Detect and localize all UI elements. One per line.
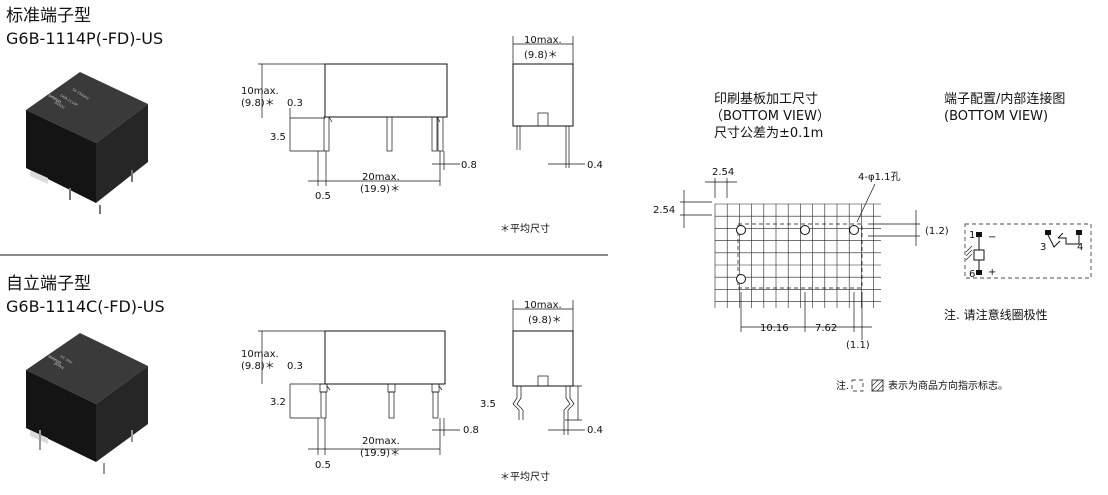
terminal-pin-1: 1 — [969, 230, 975, 241]
pcb-hole — [849, 225, 859, 235]
bottom-offset: 0.5 — [315, 460, 331, 471]
bottom-section-model: G6B-1114C(-FD)-US — [6, 297, 165, 316]
bottom-pin-length: 3.2 — [270, 397, 286, 408]
bottom-length-max: 20max. — [362, 436, 400, 447]
legend-prefix: 注. — [836, 379, 849, 392]
top-pin-width: 0.8 — [461, 160, 477, 171]
relay-text-bottom-1: DC 30V — [59, 354, 73, 365]
pcb-hole — [800, 225, 810, 235]
terminal-pin-6: 6 — [969, 269, 975, 280]
top-pin-length: 3.5 — [270, 132, 286, 143]
relay-image-bottom: omron DC 30V JAPAN — [26, 333, 148, 474]
top-length-avg: (19.9)＊ — [360, 184, 400, 195]
terminal-title: 端子配置/内部连接图 — [944, 91, 1065, 107]
legend-dashed-square-icon — [851, 379, 864, 392]
terminal-minus: − — [988, 232, 996, 243]
terminal-pin-3: 3 — [1040, 242, 1046, 253]
pcb-grid — [714, 203, 881, 308]
top-height-avg: (9.8)＊ — [241, 98, 275, 109]
bottom-height-max: 10max. — [241, 349, 279, 360]
terminal-plus: + — [988, 267, 996, 278]
relay-image-top: omron G6B-1114P 24VDC 5A 250VAC — [26, 72, 148, 214]
terminal-note: 注. 请注意线圈极性 — [944, 307, 1048, 322]
pcb-offset-x: (1.1) — [846, 340, 870, 351]
bottom-length-avg: (19.9)＊ — [360, 448, 400, 459]
top-length-max: 20max. — [362, 172, 400, 183]
top-side-view: 10max. (9.8)＊ 0.4 — [512, 35, 603, 171]
top-offset: 0.5 — [315, 191, 331, 202]
pcb-offset-y: (1.2) — [925, 226, 949, 237]
terminal-pin-4: 4 — [1077, 242, 1083, 253]
top-height-max: 10max. — [241, 86, 279, 97]
bottom-height-avg: (9.8)＊ — [241, 361, 275, 372]
top-front-view: 10max. (9.8)＊ 0.3 3.5 20max. (19.9)＊ 0.8… — [241, 63, 477, 202]
top-side-width-avg: (9.8)＊ — [524, 50, 558, 61]
pcb-d2: 7.62 — [815, 323, 837, 334]
pcb-holes: 4-φ1.1孔 — [858, 171, 900, 183]
bottom-front-view: 10max. (9.8)＊ 0.3 3.2 20max. (19.9)＊ 0.8… — [241, 330, 479, 471]
bottom-side-pin: 0.4 — [587, 425, 603, 436]
bottom-section-title: 自立端子型 — [6, 274, 91, 294]
pcb-hole — [736, 225, 746, 235]
top-section-model: G6B-1114P(-FD)-US — [6, 29, 163, 48]
pcb-dimensions: 2.54 2.54 4-φ1.1孔 (1.2) 10.16 7.62 (1.1) — [653, 167, 949, 351]
pcb-pitch-y: 2.54 — [653, 205, 675, 216]
relay-text-top-2: 24VDC — [53, 100, 66, 110]
bottom-avg-note: ＊平均尺寸 — [500, 470, 550, 483]
relay-text-bottom-2: JAPAN — [53, 361, 65, 371]
bottom-side-pin-length: 3.5 — [480, 399, 496, 410]
orientation-legend: 注. 表示为商品方向指示标志。 — [836, 379, 1008, 392]
legend-text: 表示为商品方向指示标志。 — [888, 379, 1008, 392]
terminal-view: (BOTTOM VIEW) — [944, 109, 1048, 124]
pcb-pitch-x: 2.54 — [712, 167, 734, 178]
top-gap: 0.3 — [287, 98, 303, 109]
top-side-pin: 0.4 — [587, 160, 603, 171]
pcb-view: （BOTTOM VIEW） — [710, 109, 830, 124]
top-section-title: 标准端子型 — [6, 6, 91, 26]
top-side-width-max: 10max. — [524, 35, 562, 46]
pcb-d1: 10.16 — [760, 323, 789, 334]
pcb-tolerance: 尺寸公差为±0.1m — [714, 126, 823, 141]
top-avg-note: ＊平均尺寸 — [500, 222, 550, 235]
bottom-pin-width: 0.8 — [463, 425, 479, 436]
bottom-side-width-avg: (9.8)＊ — [528, 315, 562, 326]
bottom-side-view: 10max. (9.8)＊ 3.5 0.4 — [480, 300, 603, 436]
bottom-gap: 0.3 — [287, 361, 303, 372]
pcb-hole — [736, 274, 746, 284]
pcb-title: 印刷基板加工尺寸 — [714, 92, 818, 107]
terminal-diagram: 1 6 3 4 − + — [964, 223, 1092, 280]
bottom-side-width-max: 10max. — [524, 300, 562, 311]
